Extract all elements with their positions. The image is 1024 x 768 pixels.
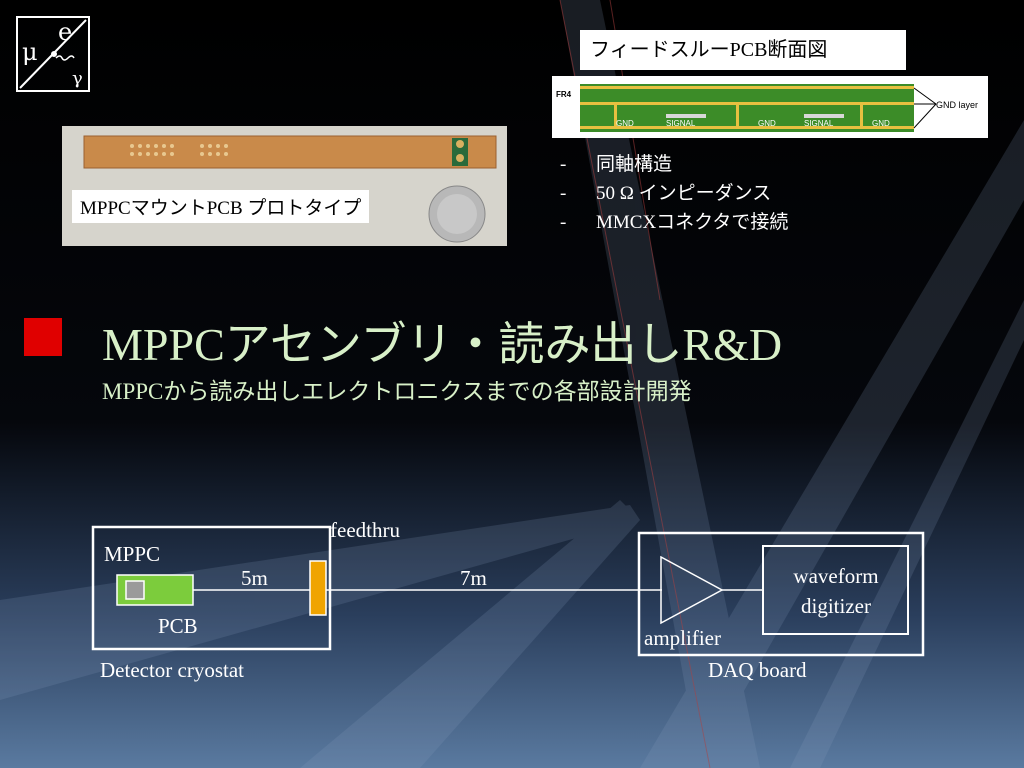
label-gnd-1: GND (616, 119, 634, 128)
label-gnd-3: GND (872, 119, 890, 128)
label-pcb: PCB (158, 614, 198, 638)
logo-mu: μ (22, 38, 38, 66)
mu-e-gamma-logo-icon: μ e γ (19, 18, 87, 89)
amplifier-icon (660, 555, 724, 625)
logo-e: e (58, 18, 72, 46)
label-gnd-2: GND (758, 119, 776, 128)
mppc-chip (125, 580, 145, 600)
label-gnd-layer: GND layer (936, 100, 978, 110)
label-cable-5m: 5m (241, 566, 268, 590)
label-fr4: FR4 (556, 90, 572, 99)
cryostat-box (91, 525, 332, 651)
label-daq-board: DAQ board (708, 658, 807, 682)
slide-subheading: MPPCから読み出しエレクトロニクスまでの各部設計開発 (102, 379, 692, 404)
logo: μ e γ (16, 16, 90, 92)
label-digitizer-line2: digitizer (801, 594, 871, 618)
cross-section-figure: FR4 GND SIGNAL GND SIGNAL GND GND layer (552, 76, 988, 138)
slide-heading: MPPCアセンブリ・読み出しR&D (102, 319, 783, 370)
cross-section-diagram: FR4 GND SIGNAL GND SIGNAL GND GND layer (552, 76, 988, 138)
list-item: -同軸構造 (560, 154, 673, 175)
label-signal-1: SIGNAL (666, 119, 696, 128)
pcb-photo-image (62, 126, 507, 246)
list-item: -MMCXコネクタで接続 (560, 212, 789, 233)
list-item: -50 Ω インピーダンス (560, 183, 772, 204)
feature-list: -同軸構造 -50 Ω インピーダンス -MMCXコネクタで接続 (560, 150, 788, 237)
bullet-square-icon (24, 318, 62, 356)
label-mppc: MPPC (104, 542, 161, 566)
label-amplifier: amplifier (644, 626, 721, 650)
digitizer-box (762, 545, 909, 635)
label-cryostat: Detector cryostat (100, 658, 245, 682)
logo-gamma: γ (72, 68, 83, 89)
label-digitizer-line1: waveform (793, 564, 879, 588)
pcb-photo-caption: MPPCマウントPCB プロトタイプ (72, 190, 370, 223)
feedthru-block (309, 560, 327, 616)
label-feedthru: feedthru (330, 518, 400, 542)
pcb-prototype-photo (62, 126, 507, 246)
cross-section-title: フィードスルーPCB断面図 (580, 30, 906, 70)
daq-board-box (637, 531, 925, 657)
label-signal-2: SIGNAL (804, 119, 834, 128)
label-cable-7m: 7m (460, 566, 487, 590)
